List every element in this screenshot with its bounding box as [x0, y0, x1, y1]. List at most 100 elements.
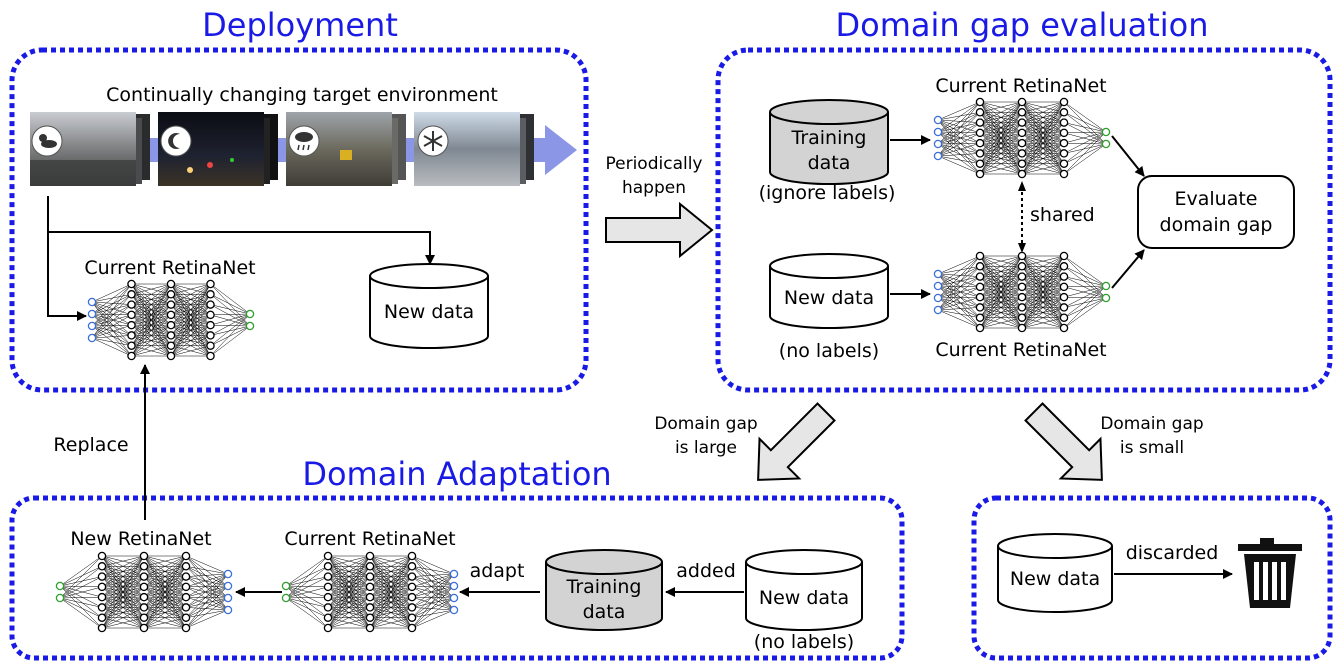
nn-output-node	[1101, 127, 1111, 137]
nn-edge	[91, 325, 132, 336]
nn-edge	[937, 273, 981, 329]
nn-edge	[937, 296, 981, 311]
nn-edge	[91, 324, 132, 339]
adapt-current-network-label: Current RetinaNet	[284, 528, 455, 550]
nn-edge	[1021, 101, 1065, 134]
nn-edge	[131, 283, 172, 346]
nn-edge	[979, 255, 1023, 288]
nn-edge	[1021, 255, 1065, 329]
nn-hidden-node	[97, 592, 107, 602]
adapt-current-network	[281, 551, 459, 633]
nn-input-node	[449, 581, 459, 591]
nn-hidden-node	[365, 562, 375, 571]
nn-hidden-node	[206, 290, 215, 299]
nn-hidden-node	[975, 282, 985, 292]
nn-edge	[101, 555, 145, 577]
nn-edge	[327, 617, 371, 629]
nn-edge	[185, 576, 229, 611]
nn-edge	[1021, 132, 1065, 175]
nn-hidden-node	[206, 279, 215, 289]
nn-edge	[170, 283, 211, 336]
nn-edge	[327, 555, 371, 588]
nn-input-node	[87, 297, 97, 307]
nn-output-node	[1101, 139, 1111, 149]
nn-input-node	[933, 293, 943, 303]
nn-edge	[91, 314, 132, 339]
nn-edge	[937, 112, 981, 133]
eval-training-note: (ignore labels)	[759, 182, 896, 204]
nn-hidden-node	[1059, 118, 1069, 127]
nn-edge	[185, 597, 229, 608]
nn-hidden-node	[975, 159, 985, 168]
nn-edge	[91, 304, 132, 339]
nn-edge	[937, 119, 981, 175]
nn-hidden-node	[975, 262, 985, 271]
nn-edge	[170, 314, 211, 357]
nn-edge	[937, 112, 981, 145]
nn-hidden-node	[127, 300, 136, 309]
nn-edge	[285, 585, 329, 588]
nn-hidden-node	[206, 331, 215, 340]
nn-edge	[1063, 101, 1107, 133]
nn-edge	[411, 585, 455, 608]
eval-new-data-note: (no labels)	[779, 340, 879, 362]
nn-edge	[411, 596, 455, 611]
adapt-training-label-2: data	[583, 601, 626, 623]
nn-hidden-node	[975, 118, 985, 127]
nn-edge	[143, 555, 187, 608]
nn-edge	[937, 132, 981, 145]
nn-hidden-node	[1017, 292, 1027, 302]
nn-edge	[210, 313, 251, 336]
nn-edge	[937, 119, 981, 134]
nn-hidden-node	[1059, 292, 1069, 302]
nn-edge	[411, 576, 455, 599]
nn-edge	[185, 597, 229, 629]
nn-edge	[1063, 131, 1107, 154]
nn-edge	[210, 304, 251, 315]
nn-hidden-node	[1059, 159, 1069, 168]
nn-edge	[979, 255, 1023, 318]
nn-edge	[170, 283, 211, 346]
nn-edge	[937, 286, 981, 299]
nn-hidden-node	[181, 562, 191, 571]
nn-edge	[101, 586, 145, 629]
nn-edge	[411, 597, 455, 608]
nn-edge	[170, 283, 211, 305]
nn-hidden-node	[1017, 118, 1027, 127]
nn-edge	[59, 586, 103, 599]
eval-network-bottom-label: Current RetinaNet	[935, 339, 1106, 361]
nn-edge	[937, 273, 981, 277]
nn-edge	[369, 555, 413, 608]
nn-hidden-node	[127, 331, 136, 340]
nn-edge	[937, 266, 981, 275]
nn-hidden-node	[1017, 138, 1027, 148]
nn-edge	[411, 609, 455, 629]
eval-new-data-db: New data	[769, 253, 889, 329]
nn-hidden-node	[127, 310, 136, 320]
nn-hidden-node	[1017, 272, 1027, 281]
nn-edge	[1021, 307, 1065, 329]
nn-edge	[143, 586, 187, 629]
nn-edge	[1021, 266, 1065, 329]
nn-edge	[411, 576, 455, 587]
nn-edge	[101, 566, 145, 629]
nn-edge	[131, 283, 172, 336]
adapt-label: adapt	[470, 560, 525, 582]
nn-edge	[937, 119, 981, 154]
nn-edge	[411, 609, 455, 618]
nn-edge	[59, 576, 103, 599]
nn-hidden-node	[166, 300, 176, 309]
nn-edge	[185, 573, 229, 598]
nn-hidden-node	[97, 551, 107, 561]
nn-edge	[1063, 131, 1107, 144]
nn-edge	[937, 131, 981, 144]
nn-edge	[185, 555, 229, 575]
nn-edge	[327, 555, 371, 618]
nn-edge	[143, 555, 187, 598]
nn-hidden-node	[975, 128, 985, 138]
nn-edge	[1063, 285, 1107, 318]
nn-edge	[937, 266, 981, 311]
nn-edge	[101, 555, 145, 629]
nn-edge	[411, 573, 455, 588]
nn-edge	[979, 255, 1023, 308]
